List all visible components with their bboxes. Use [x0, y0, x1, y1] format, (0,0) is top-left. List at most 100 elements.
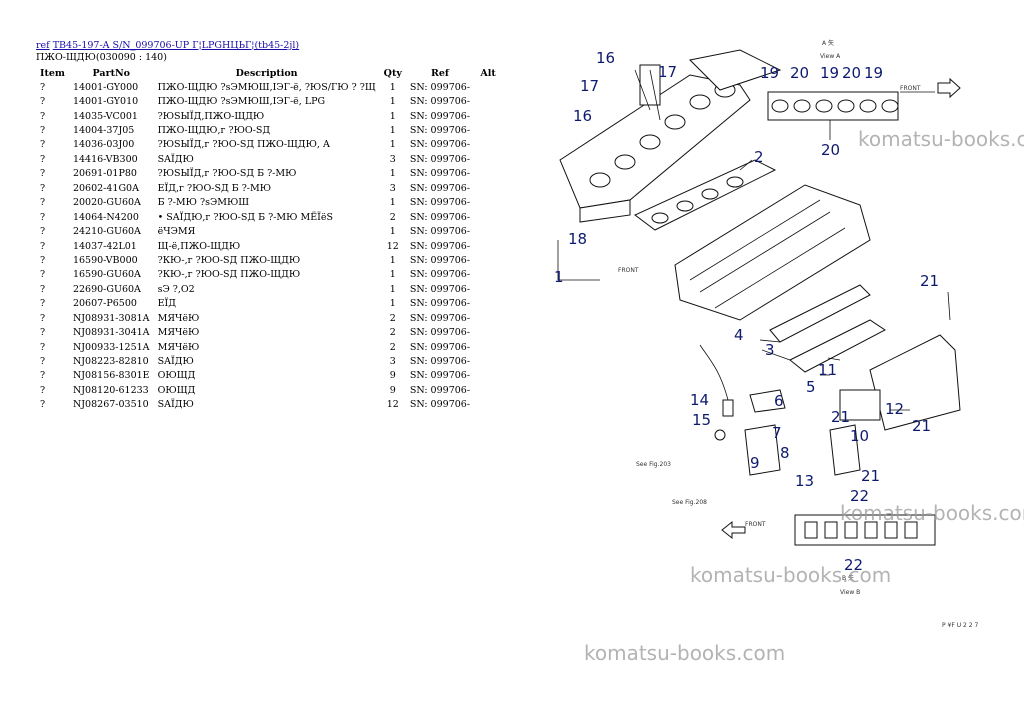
- cell-ref: SN: 099706-: [409, 125, 471, 137]
- cell-part: 24210-GU60A: [72, 226, 141, 238]
- cell-ref: SN: 099706-: [409, 254, 471, 266]
- title-link[interactable]: TB45-197-A S/N_099706-UP Г¦LPGНЦЬГ¦(tb45…: [52, 40, 300, 51]
- cell-part: 14001-GY000: [72, 81, 139, 93]
- callout-12: 12: [885, 400, 904, 418]
- cell-desc: ОЮЩД: [157, 384, 196, 396]
- cell-ref: SN: 099706-: [409, 168, 471, 180]
- callouts: 1 2 3 4 5 6 7 8 9 10 11 12 13 14 15 16 1…: [554, 49, 939, 574]
- see-fig-1: See Fig.203: [636, 461, 671, 468]
- cell-ref: SN: 099706-: [409, 298, 471, 310]
- view-b-drawing: [721, 514, 936, 546]
- parts-table-body: ? 14001-GY000 ПЖО-ЩДЮ ?sЭМЮШ,ІЭГ-ё, ?ЮS/ГЮ…: [36, 80, 502, 412]
- cell-ref: SN: 099706-: [409, 399, 471, 411]
- cell-part: 14037-42L01: [72, 240, 137, 252]
- callout-4: 4: [734, 326, 744, 344]
- cell-item: ?: [40, 81, 46, 93]
- cell-alt: [474, 340, 502, 354]
- callout-21b: 21: [912, 417, 931, 435]
- cell-desc: ?КЮ-,г ?ЮО-SД ПЖО-ЩДЮ: [157, 269, 301, 281]
- callout-11: 11: [818, 361, 837, 379]
- callout-16: 16: [596, 49, 615, 67]
- callout-19a: 19: [760, 64, 779, 82]
- cell-desc: ЕЇД,г ?ЮО-SД Б ?-МЮ: [157, 182, 272, 194]
- callout-9: 9: [750, 454, 760, 472]
- column-header-qty: Qty: [383, 67, 402, 79]
- cell-qty: 1: [389, 298, 396, 310]
- cell-item: ?: [40, 153, 46, 165]
- header: ref TB45-197-A S/N_099706-UP Г¦LPGНЦЬГ¦(…: [36, 39, 299, 52]
- cell-desc: ?ЮSЫЇД,г ?ЮО-SД Б ?-МЮ: [157, 168, 297, 180]
- cell-qty: 2: [389, 327, 396, 339]
- cell-desc: МЯЧёЮ: [157, 312, 200, 324]
- cell-alt: [474, 239, 502, 253]
- cell-item: ?: [40, 197, 46, 209]
- cell-part: NJ08223-82810: [72, 356, 149, 368]
- callout-13: 13: [795, 472, 814, 490]
- cell-part: 20691-01P80: [72, 168, 137, 180]
- callout-19b: 19: [820, 64, 839, 82]
- callout-18: 18: [568, 230, 587, 248]
- callout-20a: 20: [790, 64, 809, 82]
- cell-item: ?: [40, 269, 46, 281]
- cell-alt: [474, 94, 502, 108]
- cell-ref: SN: 099706-: [409, 370, 471, 382]
- cell-item: ?: [40, 96, 46, 108]
- callout-7: 7: [772, 424, 782, 442]
- callout-14: 14: [690, 391, 709, 409]
- cell-item: ?: [40, 283, 46, 295]
- callout-1: 1: [554, 268, 564, 286]
- cell-desc: МЯЧёЮ: [157, 341, 200, 353]
- cell-ref: SN: 099706-: [409, 197, 471, 209]
- cell-qty: 1: [389, 125, 396, 137]
- front-label-a: FRONT: [900, 85, 921, 92]
- cell-ref: SN: 099706-: [409, 312, 471, 324]
- callout-6: 6: [774, 392, 784, 410]
- cell-part: NJ08267-03510: [72, 399, 149, 411]
- cell-qty: 1: [389, 139, 396, 151]
- front-label-mid: FRONT: [618, 267, 639, 274]
- cell-qty: 1: [389, 81, 396, 93]
- ref-link[interactable]: ref: [36, 40, 50, 51]
- cell-item: ?: [40, 341, 46, 353]
- cell-desc: МЯЧёЮ: [157, 327, 200, 339]
- cell-ref: SN: 099706-: [409, 226, 471, 238]
- cell-item: ?: [40, 312, 46, 324]
- cell-item: ?: [40, 399, 46, 411]
- cell-alt: [474, 311, 502, 325]
- callout-20b: 20: [842, 64, 861, 82]
- view-b-label: B 矢: [842, 574, 854, 582]
- cell-ref: SN: 099706-: [409, 211, 471, 223]
- cell-ref: SN: 099706-: [409, 81, 471, 93]
- cell-item: ?: [40, 139, 46, 151]
- parts-diagram: 1 2 3 4 5 6 7 8 9 10 11 12 13 14 15 16 1…: [554, 39, 1024, 665]
- cell-ref: SN: 099706-: [409, 240, 471, 252]
- column-header-item: Item: [40, 67, 65, 79]
- intake-manifold-drawing: [769, 284, 961, 431]
- cell-ref: SN: 099706-: [409, 96, 471, 108]
- cell-alt: [474, 369, 502, 383]
- cell-qty: 3: [389, 356, 396, 368]
- cell-desc: ПЖО-ЩДЮ ?sЭМЮШ,ІЭГ-ё, ?ЮS/ГЮ ? ?Щ: [157, 81, 376, 93]
- cell-item: ?: [40, 226, 46, 238]
- cell-part: 16590-VB000: [72, 254, 138, 266]
- cell-item: ?: [40, 327, 46, 339]
- cell-item: ?: [40, 110, 46, 122]
- cell-part: NJ08931-3041A: [72, 327, 150, 339]
- cell-desc: Щ-ё,ПЖО-ЩДЮ: [157, 240, 241, 252]
- cell-ref: SN: 099706-: [409, 327, 471, 339]
- watermark-3: komatsu-books.com: [690, 563, 891, 587]
- gasket-drawing: [634, 159, 777, 231]
- cell-qty: 12: [386, 399, 399, 411]
- cell-desc: ?ЮSЫЇД,г ?ЮО-SД ПЖО-ЩДЮ, A: [157, 139, 330, 151]
- cell-part: 14036-03J00: [72, 139, 135, 151]
- cell-desc: ПЖО-ЩДЮ,г ?ЮО-SД: [157, 125, 271, 137]
